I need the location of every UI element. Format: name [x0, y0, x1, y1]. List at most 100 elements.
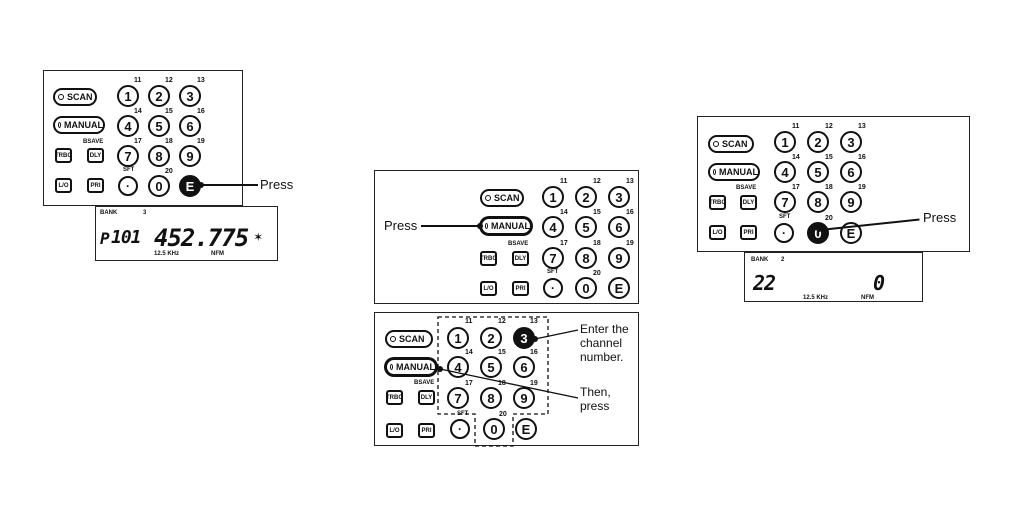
- key-2[interactable]: 2: [480, 327, 502, 349]
- manual-button[interactable]: MANUAL: [480, 217, 532, 235]
- lcd1-bank-label: BANK: [100, 210, 118, 216]
- key-0[interactable]: 0: [575, 277, 597, 299]
- sup-16: 16: [530, 349, 538, 356]
- sup-13: 13: [197, 77, 205, 84]
- dly-button[interactable]: DLY: [512, 251, 529, 266]
- pri-button[interactable]: PRI: [740, 225, 757, 240]
- dly-button[interactable]: DLY: [418, 390, 435, 405]
- lo-button[interactable]: L/O: [480, 281, 497, 296]
- sup-16: 16: [626, 209, 634, 216]
- pri-button[interactable]: PRI: [512, 281, 529, 296]
- pri-button[interactable]: PRI: [87, 178, 104, 193]
- key-6[interactable]: 6: [513, 356, 535, 378]
- scan-led-icon: [390, 336, 396, 342]
- trbo-button[interactable]: TRBO: [386, 390, 403, 405]
- key-7[interactable]: 7: [117, 145, 139, 167]
- key-8[interactable]: 8: [807, 191, 829, 213]
- key-3[interactable]: 3: [608, 186, 630, 208]
- key-1[interactable]: 1: [117, 85, 139, 107]
- sup-12: 12: [825, 123, 833, 130]
- sup-14: 14: [560, 209, 568, 216]
- keypad-panel-4: SCAN MANUAL TRBO BSAVE DLY L/O PRI 1 2 3…: [697, 116, 970, 252]
- key-2[interactable]: 2: [575, 186, 597, 208]
- key-3[interactable]: 3: [840, 131, 862, 153]
- scan-button[interactable]: SCAN: [53, 88, 97, 106]
- e-key[interactable]: E: [608, 277, 630, 299]
- sft-label: SFT: [457, 411, 469, 417]
- key-0[interactable]: 0: [148, 175, 170, 197]
- key-4[interactable]: 4: [774, 161, 796, 183]
- key-7[interactable]: 7: [542, 247, 564, 269]
- key-5[interactable]: 5: [148, 115, 170, 137]
- scan-button[interactable]: SCAN: [385, 330, 433, 348]
- sup-20: 20: [499, 411, 507, 418]
- press-zero-label: Press: [923, 210, 957, 225]
- manual-pointer-dot: [477, 223, 483, 229]
- key-1[interactable]: 1: [447, 327, 469, 349]
- trbo-button[interactable]: TRBO: [55, 148, 72, 163]
- dot-key[interactable]: ·: [450, 419, 470, 439]
- manual-button[interactable]: MANUAL: [708, 163, 760, 181]
- sft-label: SFT: [779, 214, 791, 220]
- lo-button[interactable]: L/O: [55, 178, 72, 193]
- dot-key[interactable]: ·: [118, 176, 138, 196]
- key-6[interactable]: 6: [840, 161, 862, 183]
- lo-button[interactable]: L/O: [386, 423, 403, 438]
- key-4[interactable]: 4: [542, 216, 564, 238]
- lcd1-mode: NFM: [211, 251, 224, 257]
- key-6[interactable]: 6: [608, 216, 630, 238]
- e-key[interactable]: E: [515, 418, 537, 440]
- key-5[interactable]: 5: [575, 216, 597, 238]
- dot-key[interactable]: ·: [543, 278, 563, 298]
- key-9[interactable]: 9: [840, 191, 862, 213]
- pri-button[interactable]: PRI: [418, 423, 435, 438]
- scan-button[interactable]: SCAN: [480, 189, 524, 207]
- key-9[interactable]: 9: [179, 145, 201, 167]
- trbo-button[interactable]: TRBO: [709, 195, 726, 210]
- keypad-panel-2: SCAN MANUAL TRBO BSAVE DLY L/O PRI 1 2 3…: [374, 170, 639, 304]
- key-4[interactable]: 4: [117, 115, 139, 137]
- lcd1-channel: 101: [111, 227, 141, 248]
- manual-led-icon: [58, 122, 61, 128]
- dly-button[interactable]: DLY: [87, 148, 104, 163]
- key-0[interactable]: 0: [807, 222, 829, 244]
- key-5[interactable]: 5: [480, 356, 502, 378]
- lcd2-mode: NFM: [861, 295, 874, 301]
- sup-12: 12: [498, 318, 506, 325]
- key-0[interactable]: 0: [483, 418, 505, 440]
- key-7[interactable]: 7: [774, 191, 796, 213]
- manual-button[interactable]: MANUAL: [385, 358, 437, 376]
- key-8[interactable]: 8: [575, 247, 597, 269]
- sup-13: 13: [530, 318, 538, 325]
- key-2[interactable]: 2: [148, 85, 170, 107]
- keypad-panel-1: SCAN MANUAL TRBO BSAVE DLY L/O PRI 1 2 3…: [43, 70, 243, 206]
- key-7[interactable]: 7: [447, 387, 469, 409]
- key-6[interactable]: 6: [179, 115, 201, 137]
- lcd2-channel: 22: [753, 271, 776, 295]
- dly-button[interactable]: DLY: [740, 195, 757, 210]
- sup-14: 14: [134, 108, 142, 115]
- press-manual-label: Press: [384, 218, 418, 233]
- key-3[interactable]: 3: [179, 85, 201, 107]
- scan-button[interactable]: SCAN: [708, 135, 754, 153]
- sup-17: 17: [792, 184, 800, 191]
- key-5[interactable]: 5: [807, 161, 829, 183]
- key-9[interactable]: 9: [513, 387, 535, 409]
- key-4[interactable]: 4: [447, 356, 469, 378]
- enter-channel-label: Enter the channel number.: [580, 322, 629, 364]
- key-8[interactable]: 8: [148, 145, 170, 167]
- e-key-pointer-dot: [198, 182, 204, 188]
- key-1[interactable]: 1: [542, 186, 564, 208]
- manual-button[interactable]: MANUAL: [53, 116, 105, 134]
- key-8[interactable]: 8: [480, 387, 502, 409]
- dot-key[interactable]: ·: [774, 223, 794, 243]
- key-9[interactable]: 9: [608, 247, 630, 269]
- trbo-button[interactable]: TRBO: [480, 251, 497, 266]
- sup-14: 14: [465, 349, 473, 356]
- key-1[interactable]: 1: [774, 131, 796, 153]
- lo-button[interactable]: L/O: [709, 225, 726, 240]
- bsave-label: BSAVE: [508, 241, 529, 247]
- sup-11: 11: [792, 123, 800, 130]
- key-2[interactable]: 2: [807, 131, 829, 153]
